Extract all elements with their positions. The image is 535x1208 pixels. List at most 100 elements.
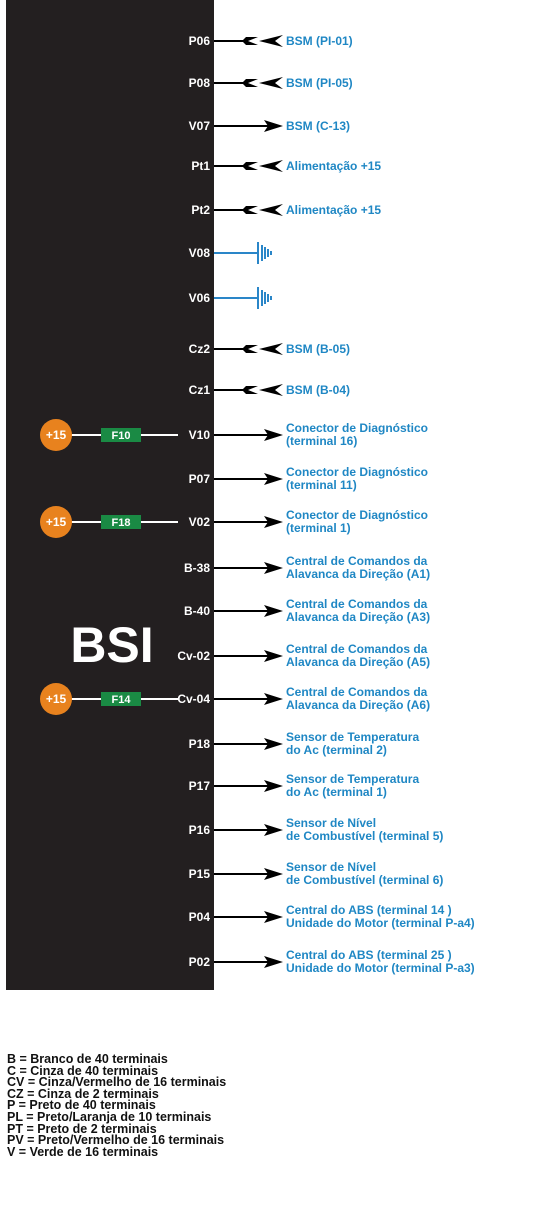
destination-label: (terminal 11) — [286, 478, 357, 492]
destination-label: Sensor de Nível — [286, 860, 376, 874]
pin-row-p07: P07 Conector de Diagnóstico(terminal 11) — [189, 465, 428, 492]
supply-circuit: +15 F10 — [40, 419, 178, 451]
destination-label: Unidade do Motor (terminal P-a3) — [286, 961, 475, 975]
pin-label: Cz1 — [189, 383, 211, 397]
arrow-right-icon — [264, 911, 283, 923]
pin-label: P07 — [189, 472, 211, 486]
legend-item: PV = Preto/Vermelho de 16 terminais — [7, 1133, 225, 1148]
destination-label: (terminal 16) — [286, 434, 357, 448]
legend-item: PL = Preto/Laranja de 10 terminais — [7, 1109, 212, 1124]
pin-row-cv-04: Cv-04 +15 F14 Central de Comandos daAlavanc… — [40, 683, 430, 715]
destination-label: Alavanca da Direção (A3) — [286, 610, 430, 624]
pin-label: P16 — [189, 823, 211, 837]
connector-plug-icon — [242, 345, 258, 353]
connector-socket-icon — [259, 343, 283, 355]
arrow-right-icon — [264, 738, 283, 750]
destination-label: BSM (B-05) — [286, 342, 350, 356]
fuse-label: F14 — [112, 694, 132, 706]
destination-label: Sensor de Temperatura — [286, 772, 419, 786]
fuse-box — [101, 515, 141, 529]
pin-label: Cv-04 — [177, 692, 210, 706]
power-source-label: +15 — [46, 515, 67, 529]
destination-label: de Combustível (terminal 5) — [286, 829, 443, 843]
arrow-right-icon — [264, 868, 283, 880]
connector-socket-icon — [259, 77, 283, 89]
supply-circuit: +15 F18 — [40, 506, 178, 538]
legend-item: B = Branco de 40 terminais — [7, 1052, 168, 1066]
destination-label: BSM (PI-01) — [286, 34, 353, 48]
pin-label: V08 — [189, 246, 211, 260]
arrow-right-icon — [264, 780, 283, 792]
pin-label: P08 — [189, 76, 211, 90]
arrow-right-icon — [264, 473, 283, 485]
destination-label: Alavanca da Direção (A5) — [286, 655, 430, 669]
connector-socket-icon — [259, 204, 283, 216]
power-source-label: +15 — [46, 692, 67, 706]
legend-item: PT = Preto de 2 terminais — [7, 1121, 157, 1136]
supply-circuit: +15 F14 — [40, 683, 178, 715]
connector-socket-icon — [259, 35, 283, 47]
destination-label: BSM (B-04) — [286, 383, 350, 397]
connector-plug-icon — [242, 79, 258, 87]
power-source-circle — [40, 506, 72, 538]
power-source-label: +15 — [46, 428, 67, 442]
legend-item: C = Cinza de 40 terminais — [7, 1063, 159, 1078]
pin-label: V06 — [189, 291, 211, 305]
pin-row-v08: V08 — [189, 242, 272, 264]
destination-label: Sensor de Nível — [286, 816, 376, 830]
pin-row-v06: V06 — [189, 287, 272, 309]
pin-label: P17 — [189, 779, 211, 793]
power-source-circle — [40, 683, 72, 715]
destination-label: Central de Comandos da — [286, 554, 428, 568]
pin-label: Cv-02 — [177, 649, 210, 663]
destination-label: Central de Comandos da — [286, 597, 428, 611]
destination-label: Central do ABS (terminal 14 ) — [286, 903, 452, 917]
pin-row-cz2: Cz2 BSM (B-05) — [189, 342, 350, 356]
pin-row-p08: P08 BSM (PI-05) — [189, 76, 353, 90]
destination-label: Central de Comandos da — [286, 685, 428, 699]
arrow-right-icon — [264, 824, 283, 836]
legend-item: CV = Cinza/Vermelho de 16 terminais — [7, 1075, 227, 1090]
pin-label: P02 — [189, 955, 211, 969]
destination-label: Alimentação +15 — [286, 203, 381, 217]
fuse-label: F10 — [112, 430, 131, 442]
pin-label: V07 — [189, 119, 211, 133]
arrow-right-icon — [264, 429, 283, 441]
destination-label: BSM (PI-05) — [286, 76, 353, 90]
connector-plug-icon — [242, 37, 258, 45]
ground-icon — [257, 287, 272, 309]
pin-label: Pt1 — [191, 159, 210, 173]
destination-label: Unidade do Motor (terminal P-a4) — [286, 916, 475, 930]
destination-label: de Combustível (terminal 6) — [286, 873, 443, 887]
pin-label: V02 — [189, 515, 211, 529]
destination-label: Alavanca da Direção (A1) — [286, 567, 430, 581]
destination-label: Alavanca da Direção (A6) — [286, 698, 430, 712]
pin-label: Pt2 — [191, 203, 210, 217]
pin-label: Cz2 — [189, 342, 211, 356]
connector-plug-icon — [242, 206, 258, 214]
destination-label: BSM (C-13) — [286, 119, 350, 133]
destination-label: do Ac (terminal 2) — [286, 743, 387, 757]
destination-label: Sensor de Temperatura — [286, 730, 419, 744]
legend-item: P = Preto de 40 terminais — [7, 1098, 156, 1113]
bsi-module-body — [6, 0, 214, 990]
arrow-right-icon — [264, 562, 283, 574]
fuse-label: F18 — [112, 517, 131, 529]
pin-label: B-38 — [184, 561, 210, 575]
legend-item: CZ = Cinza de 2 terminais — [7, 1086, 159, 1101]
destination-label: Conector de Diagnóstico — [286, 465, 428, 479]
arrow-right-icon — [264, 956, 283, 968]
destination-label: Alimentação +15 — [286, 159, 381, 173]
